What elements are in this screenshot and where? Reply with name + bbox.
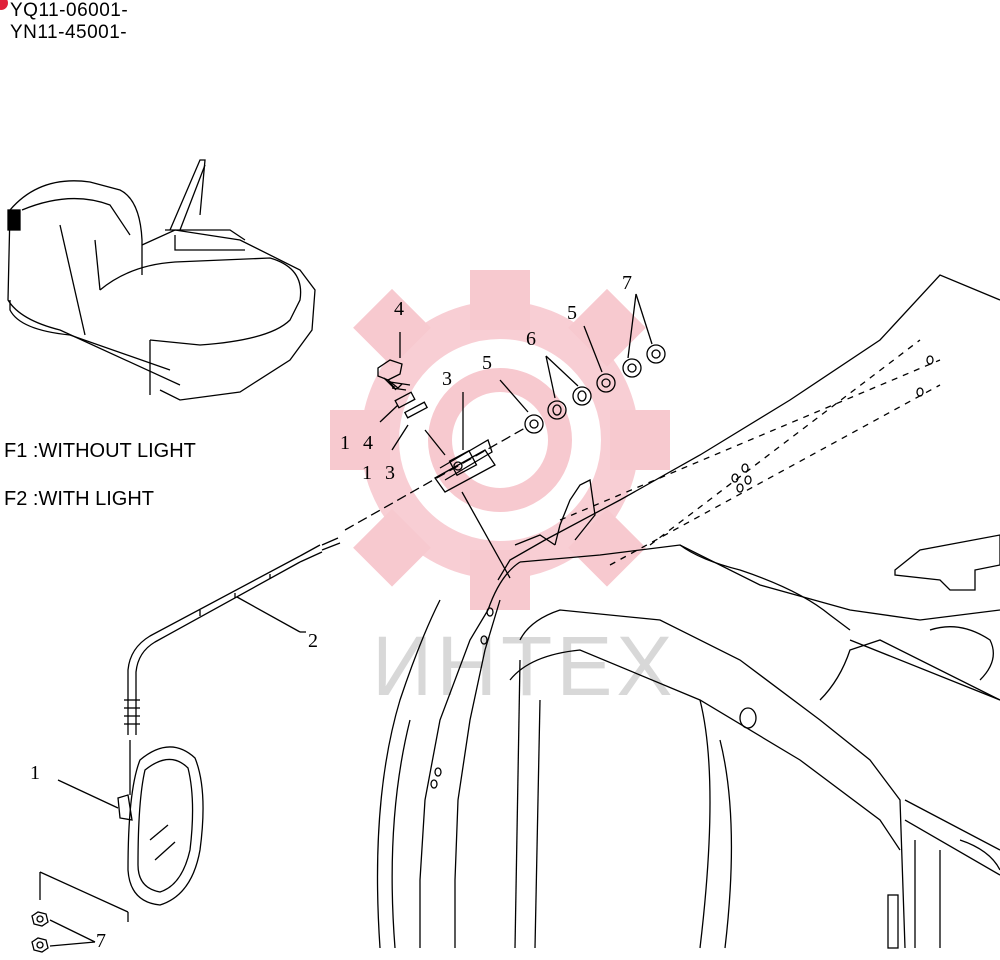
callout-7-bottom: 7 — [96, 930, 106, 952]
machine-overview-sketch — [7, 159, 316, 401]
serial-number-1: YQ11-06001- — [10, 0, 129, 21]
serial-number-2: YN11-45001- — [10, 22, 128, 43]
callout-7-top: 7 — [622, 272, 632, 294]
cab-roof — [487, 274, 1000, 701]
callout-3-top: 3 — [442, 368, 452, 390]
red-marker — [0, 0, 8, 10]
callout-5-left: 5 — [482, 352, 492, 374]
callout-6: 6 — [526, 328, 536, 350]
legend-f2: F2 :WITH LIGHT — [4, 488, 154, 510]
roof-holes — [731, 355, 934, 493]
mirror-bracket — [424, 392, 511, 579]
mirror-stay-rod — [124, 537, 341, 795]
washer-parts — [379, 391, 428, 451]
callout-5-right: 5 — [567, 302, 577, 324]
callout-4-top: 4 — [394, 298, 404, 320]
nut-parts — [344, 293, 666, 531]
callout-2: 2 — [308, 630, 318, 652]
callout-14: 1 4 — [340, 432, 377, 454]
roof-dashed-lines — [559, 339, 941, 566]
cab-frame — [376, 599, 1000, 949]
legend-f1: F1 :WITHOUT LIGHT — [4, 440, 196, 462]
mirror-part-1 — [57, 746, 204, 906]
bolt-part-4 — [377, 332, 411, 391]
bottom-nut-parts — [31, 871, 129, 953]
callout-1: 1 — [30, 762, 40, 784]
callout-13: 1 3 — [362, 462, 399, 484]
watermark-text: ИНТЕХ — [372, 619, 677, 713]
